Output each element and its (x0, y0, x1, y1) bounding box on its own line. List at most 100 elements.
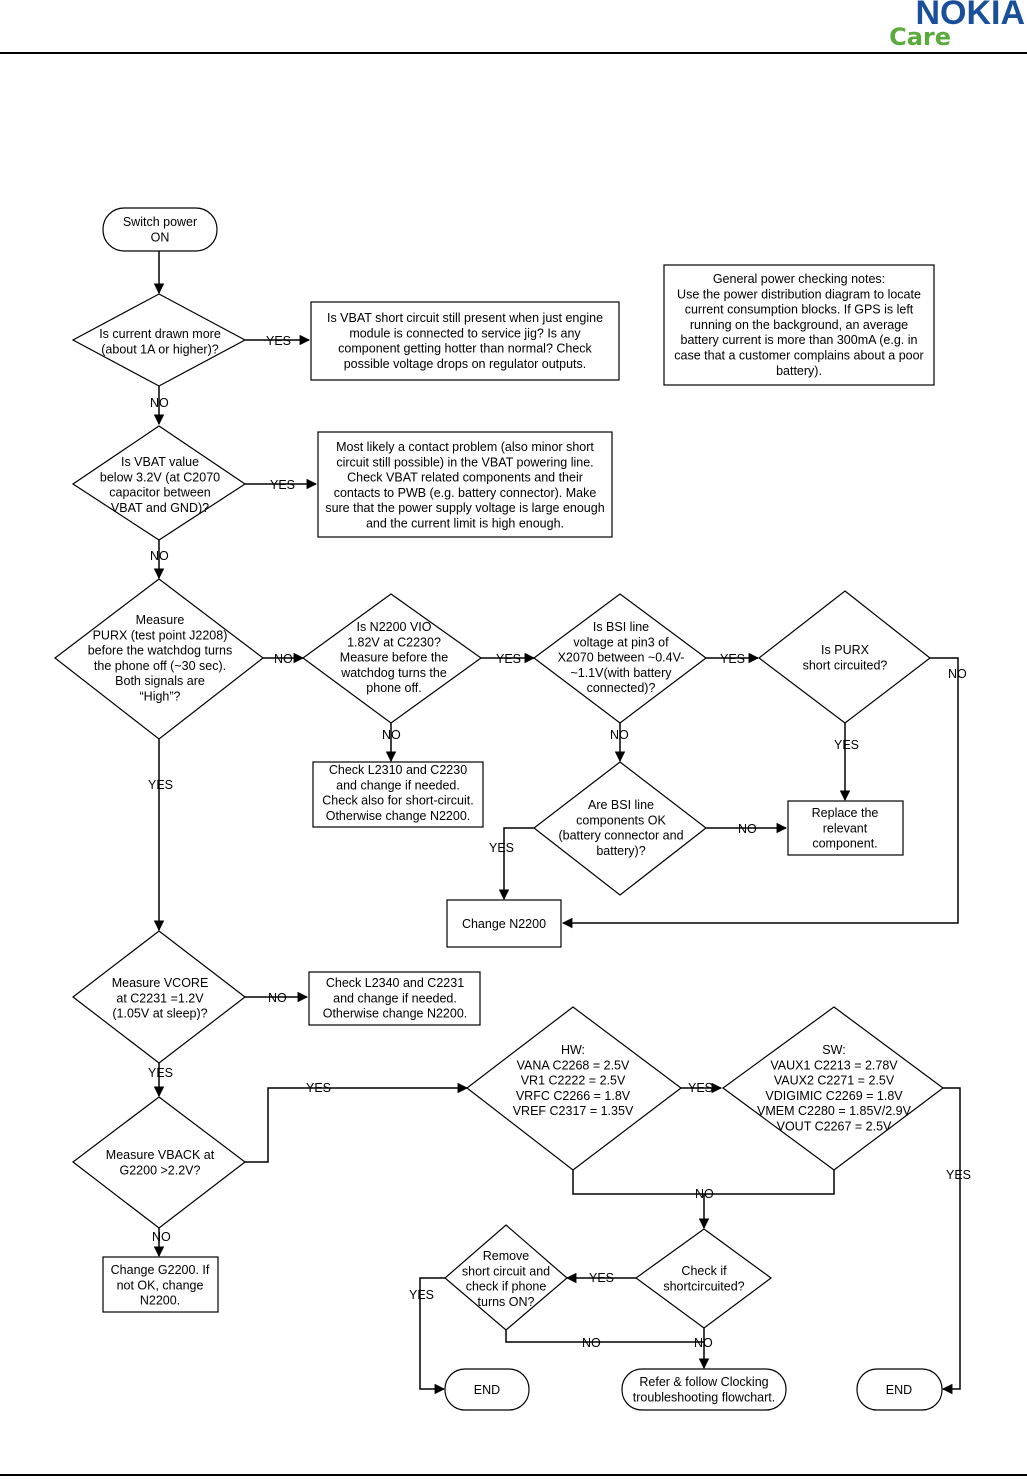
nokia-care-logo: NOKIA Care (889, 0, 1025, 52)
node-text-line: circuit still possible) in the VBAT powe… (336, 455, 593, 469)
node-text-line: Measure before the (340, 651, 448, 665)
label-hw-yes: YES (688, 1081, 713, 1095)
node-text-line: N2200. (140, 1294, 180, 1308)
node-text-line: General power checking notes: (713, 272, 885, 286)
node-text-line: Is VBAT short circuit still present when… (327, 311, 603, 325)
node-text-line: VAUX1 C2213 = 2.78V (770, 1058, 898, 1072)
box-change-n2200 (446, 899, 562, 948)
end-terminal-clocking (621, 1368, 787, 1411)
decision-vback (72, 1096, 246, 1229)
end-terminal-right (856, 1368, 943, 1411)
node-text-line: Is N2200 VIO (356, 620, 431, 634)
node-text-line: HW: (561, 1043, 585, 1057)
node-text-line: battery)? (596, 844, 645, 858)
node-text-line: battery current is more than 300mA (e.g.… (681, 333, 918, 347)
node-text-line: Are BSI line (588, 798, 654, 812)
decision-bsi (532, 593, 708, 724)
node-text-line: SW: (822, 1043, 845, 1057)
label-vbat-yes: YES (270, 478, 295, 492)
node-text-line: Is VBAT value (121, 455, 199, 469)
edge-vback-yes (245, 1082, 469, 1163)
node-text-line: possible voltage drops on regulator outp… (344, 357, 587, 371)
nodes (54, 207, 945, 1411)
label-vio-yes: YES (496, 652, 521, 666)
node-text-line: watchdog turns the (340, 666, 447, 680)
node-text-line: G2200 >2.2V? (120, 1163, 201, 1177)
node-text-line: below 3.2V (at C2070 (100, 470, 220, 484)
box-l2310 (312, 761, 484, 828)
node-text-line: before the watchdog turns (88, 644, 233, 658)
node-text-line: and change if needed. (336, 778, 460, 792)
node-text-line: sure that the power supply voltage is la… (325, 501, 604, 515)
decision-shortcircuited (634, 1228, 773, 1329)
node-text-line: 1.82V at C2230? (347, 635, 441, 649)
node-text-line: Is PURX (821, 643, 870, 657)
node-text-line: END (474, 1383, 500, 1397)
label-sw-yes: YES (946, 1168, 971, 1182)
node-text-line: components OK (576, 813, 666, 827)
node-text-line: Both signals are (115, 674, 205, 688)
node-text-line: Measure (136, 613, 185, 627)
box-l2340 (308, 971, 481, 1026)
logo-brand-text: NOKIA (915, 0, 1025, 32)
footer-divider (0, 1474, 1027, 1476)
header-divider (0, 52, 1027, 54)
node-text-line: VMEM C2280 = 1.85V/2.9V (757, 1104, 912, 1118)
node-text-line: VOUT C2267 = 2.5V (777, 1120, 892, 1134)
node-text-line: Otherwise change N2200. (323, 1007, 468, 1021)
node-text-line: shortcircuited? (663, 1279, 744, 1293)
node-text-line: END (886, 1383, 912, 1397)
node-text-box-vbat-short: Is VBAT short circuit still present when… (327, 311, 603, 371)
node-text-line: Refer & follow Clocking (639, 1375, 768, 1389)
node-text-box-contact: Most likely a contact problem (also mino… (325, 440, 604, 531)
node-text-line: and the current limit is high enough. (366, 517, 564, 531)
edge-bsicomp-yes (498, 827, 534, 901)
node-text-line: Change N2200 (462, 917, 546, 931)
node-text-line: X2070 between ~0.4V- (558, 651, 685, 665)
node-text-line: Otherwise change N2200. (326, 809, 471, 823)
label-bsicomp-no: NO (738, 822, 757, 836)
node-text-line: troubleshooting flowchart. (633, 1390, 775, 1404)
node-text-line: phone off. (366, 681, 421, 695)
node-text-line: Measure VCORE (112, 976, 209, 990)
node-text-line: not OK, change (117, 1278, 204, 1292)
node-text-line: at C2231 =1.2V (116, 991, 204, 1005)
connectors (153, 251, 961, 1395)
label-hw-sw-no: NO (695, 1187, 714, 1201)
notes-box (663, 264, 935, 386)
label-bsi-no: NO (610, 728, 629, 742)
node-text-line: current consumption blocks. If GPS is le… (685, 303, 914, 317)
node-text-line: Check also for short-circuit. (322, 794, 473, 808)
decision-purx-short (758, 590, 931, 724)
label-purx-no: NO (274, 652, 293, 666)
node-text-line: Check VBAT related components and their (347, 471, 583, 485)
start-terminal (102, 207, 218, 252)
node-text-line: contacts to PWB (e.g. battery connector)… (334, 486, 597, 500)
node-text-line: Check if (681, 1264, 727, 1278)
node-text-line: connected)? (587, 681, 656, 695)
node-text-line: short circuit and (462, 1264, 550, 1278)
decision-vio (301, 593, 483, 724)
node-text-line: VR1 C2222 = 2.5V (521, 1074, 626, 1088)
node-text-line: Use the power distribution diagram to lo… (677, 287, 921, 301)
label-current-yes: YES (266, 334, 291, 348)
label-purx-yes: YES (148, 778, 173, 792)
box-g2200 (102, 1256, 219, 1313)
edge-hw-sw-no (572, 1170, 835, 1228)
label-shortcirc-yes: YES (589, 1271, 614, 1285)
node-text-line: PURX (test point J2208) (93, 628, 228, 642)
box-replace (787, 800, 904, 856)
node-text-line: Most likely a contact problem (also mino… (336, 440, 594, 454)
node-text-line: running on the background, an average (690, 318, 908, 332)
